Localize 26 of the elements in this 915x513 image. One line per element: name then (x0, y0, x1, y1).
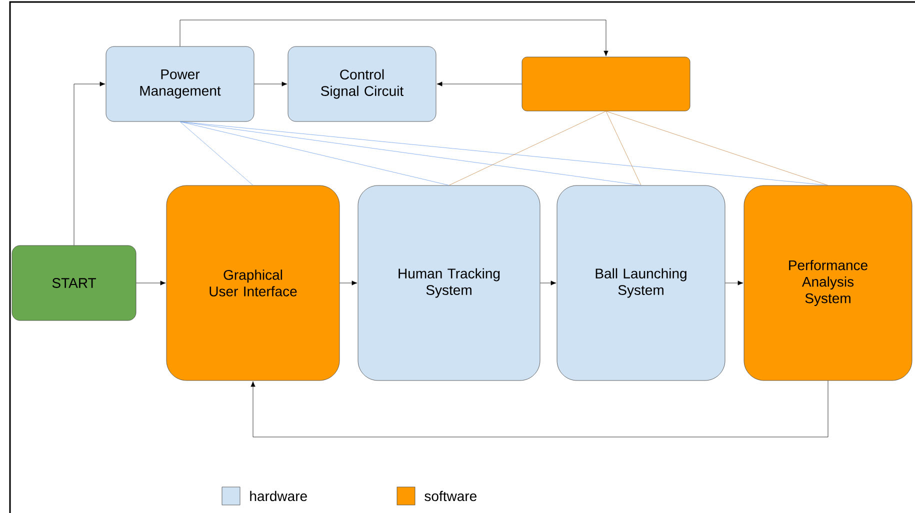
process-box: Performance Analysis System (744, 185, 912, 381)
connector-line (448, 111, 606, 186)
arrow (250, 380, 828, 438)
connector-line (606, 111, 828, 186)
connector-line (180, 122, 828, 186)
connector-line (606, 111, 642, 186)
arrow (74, 82, 106, 246)
process-box: Human Tracking System (358, 185, 540, 381)
process-box: Control Signal Circuit (288, 46, 436, 122)
connector-line (180, 122, 450, 186)
arrow (340, 280, 358, 286)
arrow (180, 20, 608, 56)
connector-line (180, 122, 254, 186)
arrow (436, 82, 522, 86)
process-box: Power Management (106, 46, 254, 122)
process-box (522, 56, 690, 112)
legend-label: hardware (250, 490, 307, 502)
start-box: START (12, 245, 136, 321)
arrow (254, 82, 288, 86)
arrow (136, 280, 166, 286)
process-box: Ball Launching System (556, 185, 726, 381)
connector-line (180, 122, 642, 186)
arrow (725, 280, 744, 286)
legend-label: software (424, 490, 476, 502)
arrow (540, 280, 556, 286)
process-box: Graphical User Interface (166, 185, 340, 381)
